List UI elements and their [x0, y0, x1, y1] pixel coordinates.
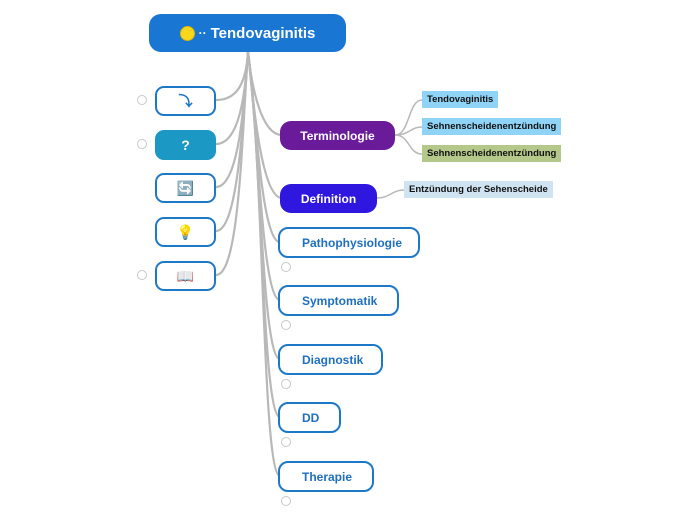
definition-label: Definition — [300, 191, 357, 206]
lightbulb-icon: 💡 — [176, 223, 195, 240]
yellow-dot-icon — [179, 25, 195, 41]
topic-node-diagnostik[interactable]: Diagnostik — [278, 344, 383, 375]
topic-node-symptomatik[interactable]: Symptomatik — [278, 285, 399, 316]
terminology-leaf[interactable]: Tendovaginitis — [422, 91, 499, 108]
topic-node-pathophysiologie[interactable]: Pathophysiologie — [278, 227, 420, 258]
terminology-node[interactable]: Terminologie — [280, 121, 395, 150]
collapse-toggle[interactable] — [137, 95, 147, 105]
central-topic[interactable]: ·· Tendovaginitis — [149, 14, 346, 52]
collapse-toggle[interactable] — [281, 496, 291, 506]
refresh-icon: 🔄 — [176, 179, 195, 196]
book-node[interactable]: 📖 — [155, 261, 216, 291]
definition-leaf[interactable]: Entzündung der Sehenscheide — [404, 181, 553, 198]
question-icon: ? — [181, 137, 190, 153]
collapse-toggle[interactable] — [281, 379, 291, 389]
central-topic-label: Tendovaginitis — [210, 24, 316, 42]
root-prefix: ·· — [198, 26, 207, 40]
terminology-label: Terminologie — [300, 128, 375, 143]
refresh-node[interactable]: 🔄 — [155, 173, 216, 203]
collapse-toggle[interactable] — [281, 437, 291, 447]
collapse-toggle[interactable] — [281, 320, 291, 330]
topic-node-therapie[interactable]: Therapie — [278, 461, 374, 492]
terminology-leaf[interactable]: Sehnenscheidenentzündung — [422, 118, 562, 135]
collapse-toggle[interactable] — [281, 262, 291, 272]
question-node[interactable]: ? — [155, 130, 216, 160]
arrow-down-icon: ⤵ — [178, 93, 193, 109]
lightbulb-node[interactable]: 💡 — [155, 217, 216, 247]
collapse-toggle[interactable] — [137, 270, 147, 280]
definition-node[interactable]: Definition — [280, 184, 377, 213]
terminology-leaf[interactable]: Sehnenscheidenentzündung — [422, 145, 562, 162]
topic-node-dd[interactable]: DD — [278, 402, 341, 433]
book-icon: 📖 — [176, 267, 195, 284]
collapse-toggle[interactable] — [137, 139, 147, 149]
arrow-down-node[interactable]: ⤵ — [155, 86, 216, 116]
